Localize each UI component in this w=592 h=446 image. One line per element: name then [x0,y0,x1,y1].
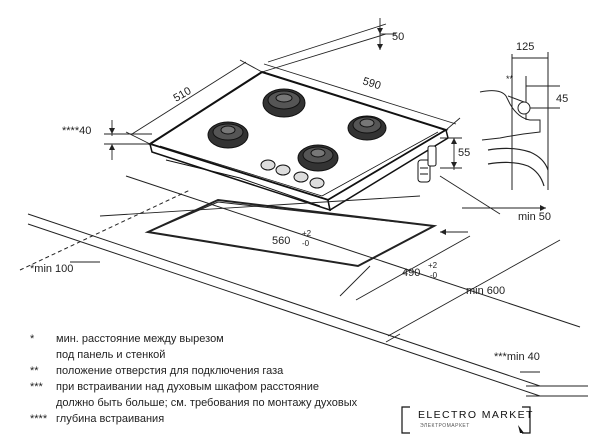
cutout-inner-edge [147,201,435,233]
hob-inner-rim-right [321,131,439,197]
footnote-text: должно быть больше; см. требования по мо… [56,397,358,409]
logo-brand-text: ELECTRO MARKET [418,409,534,421]
dimension-arrows [109,28,546,235]
hob-inner-rim [159,145,323,197]
dimension-lines [99,18,588,397]
dim-490-label: 490 [402,267,420,279]
dim-55-label: 55 [458,147,470,159]
dim-min600-label: min 600 [466,285,505,297]
dim-125-label: 125 [516,41,534,53]
footnote-text: глубина встраивания [56,413,165,425]
dim-560-label: 560 [272,235,290,247]
knob-icon [260,159,276,171]
dim-50-label: 50 [392,31,404,43]
dim-min40-label: ***min 40 [494,351,540,363]
side-view-detail [479,52,560,190]
logo-frame-icon [401,406,531,434]
dim-560-tol-minus: -0 [302,239,310,248]
dim-510-label: 510 [172,85,194,105]
hob [147,70,449,212]
footnote-2: ** положение отверстия для подключения г… [30,363,410,379]
footnote-text: при встраивании над духовым шкафом расст… [56,381,319,393]
cabinet-wall-profile [479,90,541,141]
footnote-mark: *** [30,381,43,393]
burner-back-right-icon [347,115,387,141]
footnotes: * мин. расстояние между вырезом под пане… [30,331,410,427]
logo-tagline: ЭЛЕКТРОМАРКЕТ [420,423,470,429]
footnote-mark: ** [30,365,39,377]
dim-min50-label: min 50 [518,211,551,223]
electro-market-logo: ELECTRO MARKET ЭЛЕКТРОМАРКЕТ [400,405,532,435]
footnote-3-cont: должно быть больше; см. требования по мо… [30,395,410,411]
knob-icon [309,177,325,189]
footnote-mark: * [30,333,35,345]
hob-body-under [165,159,321,207]
footnote-1: * мин. расстояние между вырезом [30,331,410,347]
dim-490-tol-minus: -0 [430,271,438,280]
dim-45-label: 45 [556,93,568,105]
dim-gas-hole-mark: ** [506,74,514,84]
dim-40-depth-label: ****40 [62,125,91,137]
countertop-front-edge [27,213,541,387]
control-knobs [260,159,325,189]
footnote-mark: **** [30,413,48,425]
countertop-back-edge [125,175,581,328]
burner-front-right-icon [297,144,339,172]
footnote-1-cont: под панель и стенкой [30,347,410,363]
dim-min100-label: *min 100 [30,263,73,275]
dim-560-tol-plus: +2 [302,229,312,238]
footnote-text: мин. расстояние между вырезом [56,333,224,345]
footnote-text: под панель и стенкой [56,349,166,361]
dim-490-tol-plus: +2 [428,261,438,270]
gas-pipe-profile [487,147,549,187]
knob-icon [275,164,291,176]
gas-connector-icon [417,145,437,183]
footnote-4: **** глубина встраивания [30,411,410,427]
burner-front-left-icon [207,121,249,149]
gas-hole-icon [517,101,531,115]
min100-dashed-line [19,189,191,271]
knob-icon [293,171,309,183]
dim-590-label: 590 [361,75,382,92]
footnote-text: положение отверстия для подключения газа [56,365,284,377]
countertop-front-edge-lower [27,223,541,397]
burner-back-left-icon [262,88,306,118]
footnote-3: *** при встраивании над духовым шкафом р… [30,379,410,395]
